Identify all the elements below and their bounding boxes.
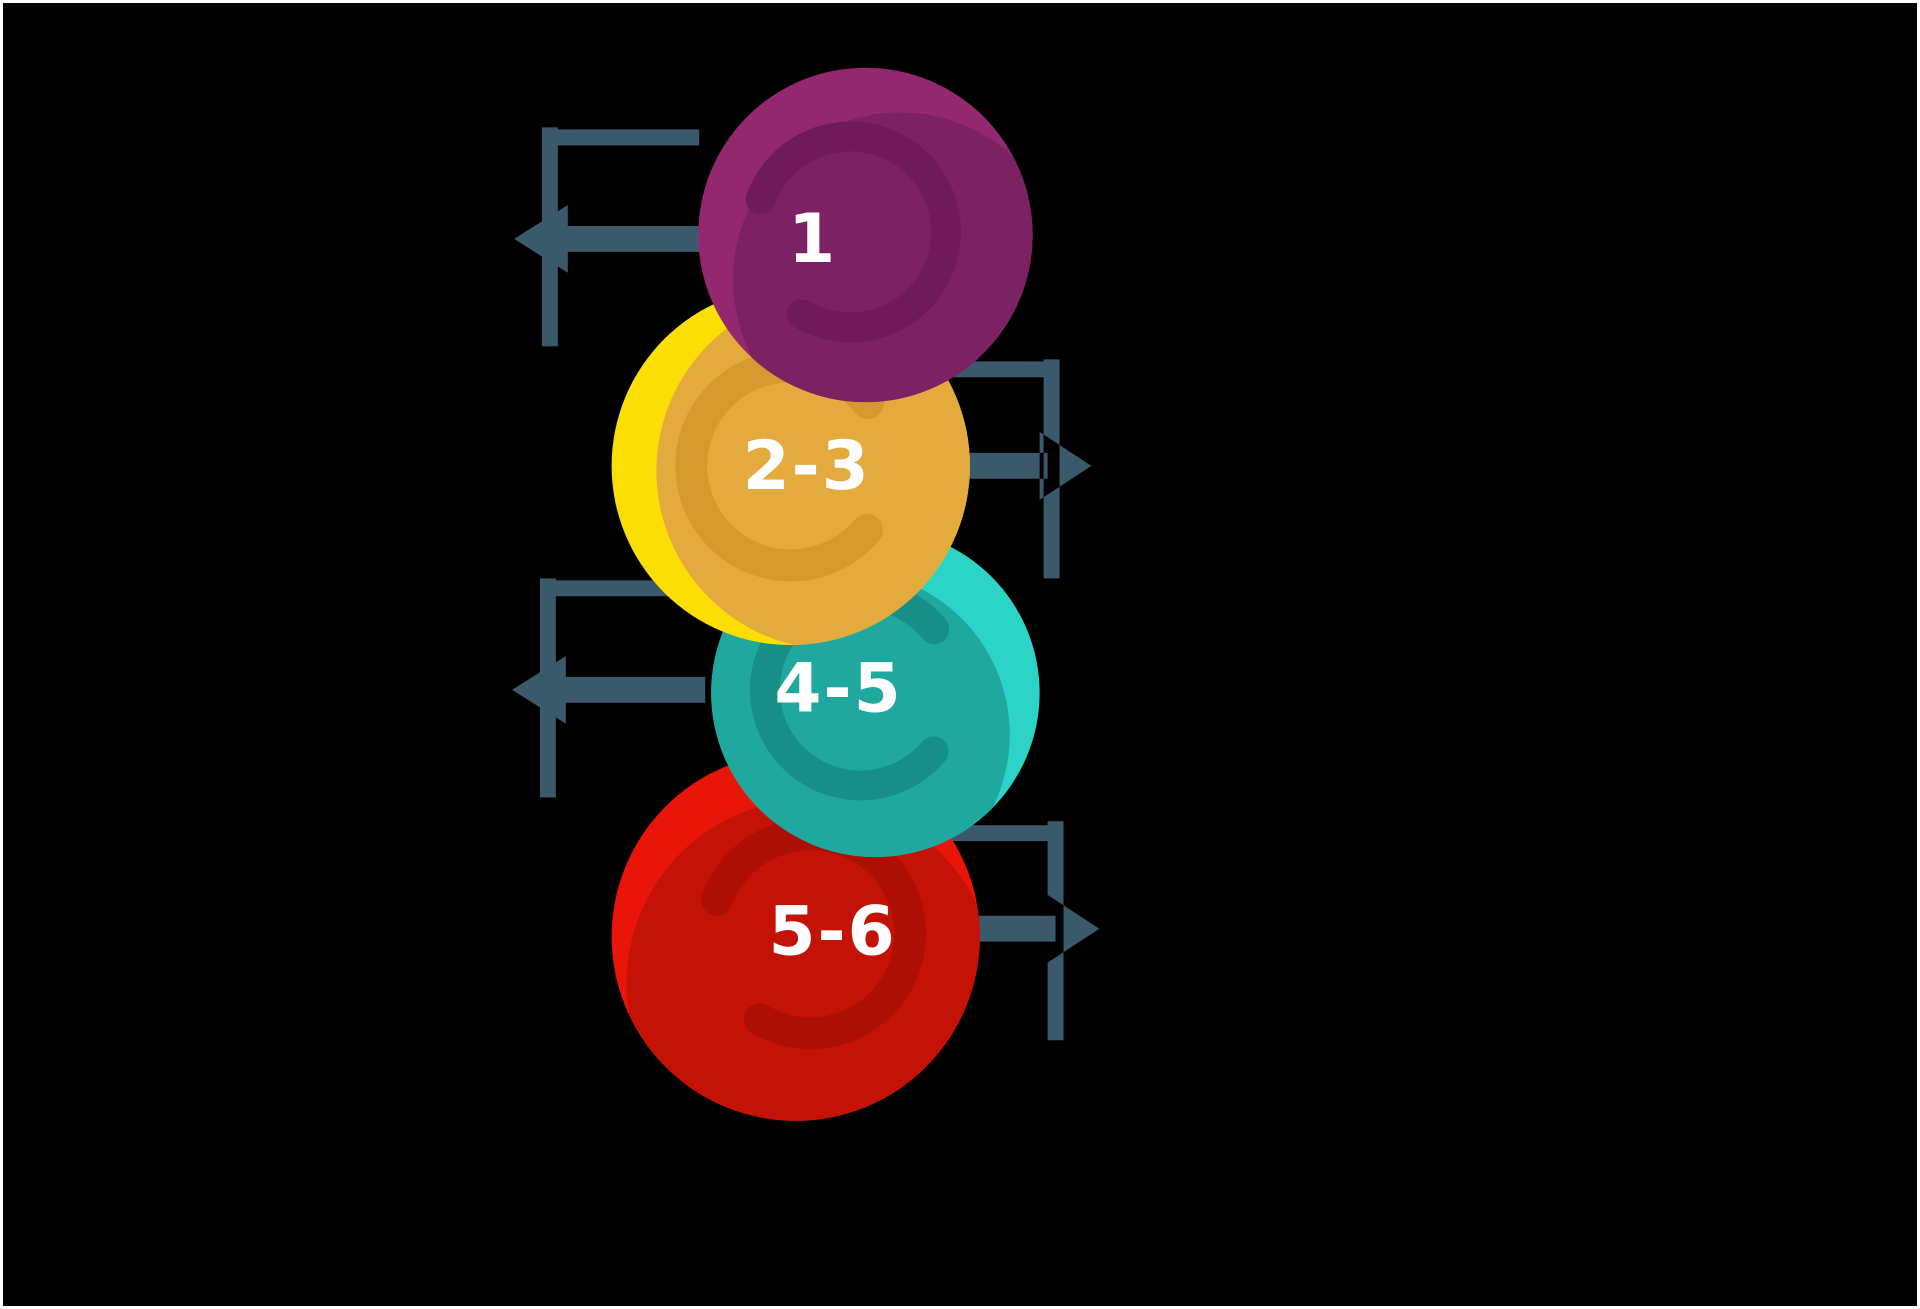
stage-4-arrow (916, 821, 1100, 1041)
stage-3-arrow (512, 578, 706, 798)
diagram-svg: 5-6 4-5 2-3 1 (512, 67, 1100, 1121)
stage-number: 2-3 (743, 426, 871, 505)
stage-number: 4-5 (774, 649, 902, 728)
stage-2-arrow (906, 359, 1092, 579)
right-arrow-icon (916, 821, 1100, 1041)
left-arrow-icon (512, 578, 706, 798)
stage-ring-swirl (740, 121, 961, 343)
stage-1-arrow (514, 127, 702, 347)
stage-number: 1 (788, 199, 837, 278)
stage-overlay-swirl (626, 799, 980, 1121)
stage-4-group: 5-6 (611, 752, 980, 1121)
left-arrow-icon (514, 127, 702, 347)
stage-number: 5-6 (768, 892, 896, 971)
right-arrow-icon (906, 359, 1092, 579)
